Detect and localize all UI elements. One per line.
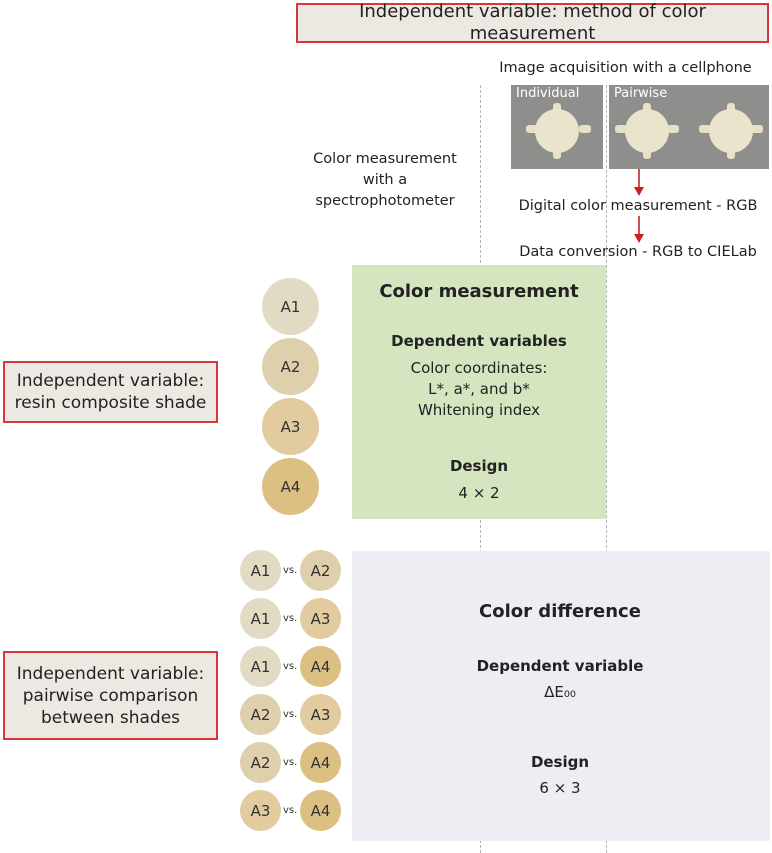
pair-left-a2: A2 <box>240 742 281 783</box>
shade-circle-a2: A2 <box>262 338 319 395</box>
difference-dependent-heading: Dependent variable <box>476 657 644 675</box>
vs-label: vs. <box>283 757 298 768</box>
measurement-dependent-line-1: Color coordinates: <box>410 359 548 377</box>
shade-circle-a4: A4 <box>262 458 319 515</box>
pairwise-variable-box: Independent variable: pairwise compariso… <box>3 651 218 740</box>
method-variable-label: Independent variable: method of color me… <box>359 1 706 44</box>
shade-circle-a1: A1 <box>262 278 319 335</box>
shade-circle-a3: A3 <box>262 398 319 455</box>
specimen-tab <box>727 147 735 159</box>
measurement-dependent-line-2: L*, a*, and b* <box>428 380 530 398</box>
specimen-tab <box>699 125 711 133</box>
spectro-line-1: Color measurement <box>313 151 457 167</box>
specimen-tab <box>579 125 591 133</box>
pair-right-a4: A4 <box>300 742 341 783</box>
vs-label: vs. <box>283 661 298 672</box>
pair-right-a4: A4 <box>300 790 341 831</box>
vs-label: vs. <box>283 613 298 624</box>
color-difference-panel <box>352 551 770 841</box>
individual-photo: Individual <box>511 85 603 169</box>
shade-variable-line-2: resin composite shade <box>14 393 207 413</box>
cellphone-title: Image acquisition with a cellphone <box>499 60 752 76</box>
guide-line-right <box>606 85 607 853</box>
specimen-disc <box>625 109 669 153</box>
pairwise-photo-label: Pairwise <box>614 86 668 101</box>
spectro-line-3: spectrophotometer <box>315 193 455 209</box>
difference-design-value: 6 × 3 <box>539 779 581 797</box>
specimen-disc <box>709 109 753 153</box>
difference-design-heading: Design <box>530 753 590 771</box>
measurement-title: Color measurement <box>379 281 579 302</box>
pairwise-variable-line-2: pairwise comparison <box>22 685 199 706</box>
pairwise-photo: Pairwise <box>609 85 769 169</box>
specimen-disc <box>535 109 579 153</box>
measurement-design-value: 4 × 2 <box>458 484 500 502</box>
vs-label: vs. <box>283 565 298 576</box>
arrow-down-icon <box>634 216 644 243</box>
spectro-line-2: with a <box>362 172 408 188</box>
pair-left-a1: A1 <box>240 598 281 639</box>
color-measurement-panel <box>352 265 606 519</box>
measurement-dependent-heading: Dependent variables <box>391 332 567 350</box>
specimen-tab <box>643 103 651 113</box>
arrow-down-icon <box>634 169 644 196</box>
vs-label: vs. <box>283 709 298 720</box>
method-variable-box: Independent variable: method of color me… <box>296 1 769 44</box>
pairwise-variable-line-3: between shades <box>40 707 181 728</box>
vs-label: vs. <box>283 805 298 816</box>
measurement-dependent-line-3: Whitening index <box>417 401 541 419</box>
shade-variable-box: Independent variable: resin composite sh… <box>3 361 218 423</box>
pair-right-a3: A3 <box>300 694 341 735</box>
pair-right-a4: A4 <box>300 646 341 687</box>
digital-measurement-step: Digital color measurement - RGB <box>518 198 758 214</box>
specimen-tab <box>553 103 561 113</box>
pair-right-a2: A2 <box>300 550 341 591</box>
individual-photo-label: Individual <box>516 86 580 101</box>
specimen-tab <box>751 125 763 133</box>
specimen-tab <box>526 125 538 133</box>
shade-variable-line-1: Independent variable: <box>16 371 205 391</box>
pair-right-a3: A3 <box>300 598 341 639</box>
measurement-design-heading: Design <box>449 457 509 475</box>
data-conversion-step: Data conversion - RGB to CIELab <box>519 244 757 260</box>
difference-dependent-value: ΔE₀₀ <box>544 683 576 701</box>
specimen-tab <box>727 103 735 113</box>
specimen-tab <box>615 125 627 133</box>
pair-left-a2: A2 <box>240 694 281 735</box>
specimen-tab <box>553 147 561 159</box>
spectrophotometer-label: Color measurement with a spectrophotomet… <box>300 149 470 212</box>
difference-title: Color difference <box>479 601 641 622</box>
specimen-tab <box>667 125 679 133</box>
specimen-tab <box>643 147 651 159</box>
pair-left-a1: A1 <box>240 550 281 591</box>
pair-left-a1: A1 <box>240 646 281 687</box>
pairwise-variable-line-1: Independent variable: <box>16 663 205 684</box>
pair-left-a3: A3 <box>240 790 281 831</box>
